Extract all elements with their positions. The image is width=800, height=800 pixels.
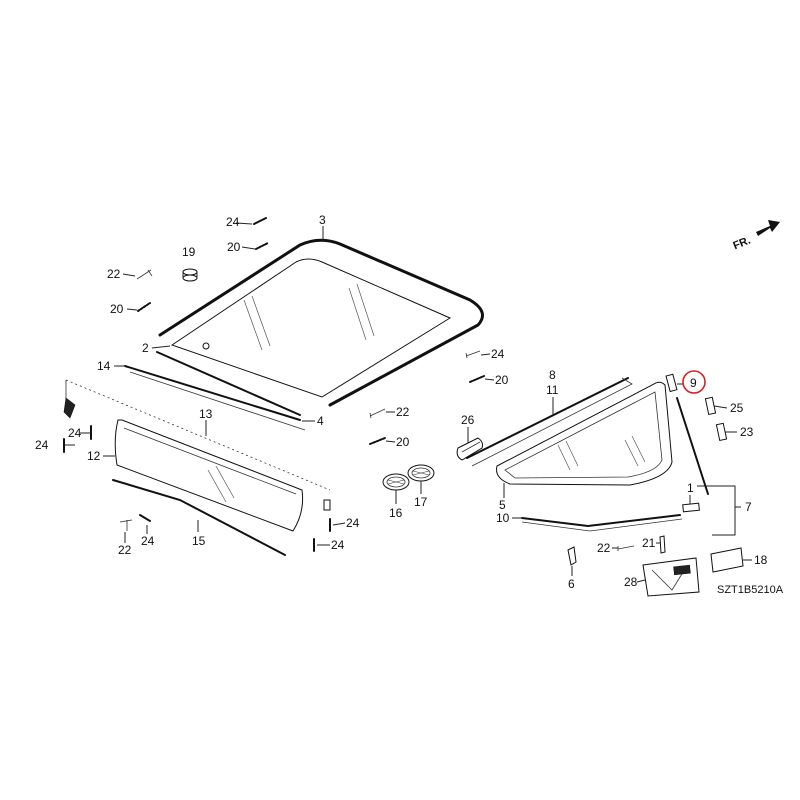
callout-24: 24 bbox=[331, 538, 345, 552]
callout-24: 24 bbox=[68, 426, 82, 440]
callout-7: 7 bbox=[745, 500, 752, 514]
side-lower-seal-10 bbox=[521, 514, 681, 528]
callout-24: 24 bbox=[226, 215, 240, 229]
clip-24-panel-c bbox=[323, 499, 331, 511]
clip-20-top bbox=[255, 242, 269, 250]
callout-13: 13 bbox=[199, 407, 213, 421]
windshield-glass bbox=[170, 258, 452, 398]
callout-21: 21 bbox=[642, 536, 656, 550]
clip-24-bottom bbox=[139, 514, 151, 522]
callout-23: 23 bbox=[740, 425, 754, 439]
lower-glass-panel bbox=[114, 419, 304, 532]
callout-12: 12 bbox=[87, 449, 101, 463]
callout-24: 24 bbox=[35, 438, 49, 452]
callout-20: 20 bbox=[110, 302, 124, 316]
side-window-frame-8 bbox=[466, 377, 629, 459]
highlight-circle bbox=[682, 370, 706, 394]
spacer-1 bbox=[682, 502, 700, 513]
clip-22-right bbox=[369, 408, 386, 419]
label-plate-18 bbox=[710, 547, 744, 573]
callout-20: 20 bbox=[495, 373, 509, 387]
side-glass-5 bbox=[496, 381, 673, 486]
callout-28: 28 bbox=[624, 575, 638, 589]
clip-icon bbox=[63, 397, 76, 419]
callout-16: 16 bbox=[389, 506, 403, 520]
emblem-16 bbox=[382, 473, 410, 491]
clip-21 bbox=[659, 535, 666, 554]
callout-1: 1 bbox=[687, 481, 694, 495]
clip-24-top bbox=[253, 217, 267, 225]
rear-windshield-assembly bbox=[158, 238, 484, 407]
callout-22: 22 bbox=[118, 543, 132, 557]
callout-18: 18 bbox=[754, 553, 768, 567]
mounting-hole-icon bbox=[202, 342, 210, 350]
clip-22-lower-right bbox=[617, 545, 635, 551]
callout-10: 10 bbox=[496, 511, 510, 525]
side-window-frame-outer bbox=[471, 377, 633, 467]
molding-inner bbox=[129, 371, 306, 431]
molding-4 bbox=[156, 351, 301, 416]
molding-14 bbox=[124, 365, 301, 421]
arrow-right-icon bbox=[756, 220, 780, 236]
callout-20: 20 bbox=[396, 435, 410, 449]
callout-17: 17 bbox=[414, 495, 428, 509]
callout-labels: 3 24 20 19 22 20 2 14 4 24 20 22 20 13 1… bbox=[35, 213, 768, 591]
label-plate-28 bbox=[642, 557, 700, 597]
callout-24: 24 bbox=[491, 347, 505, 361]
callout-20: 20 bbox=[227, 240, 241, 254]
callout-14: 14 bbox=[97, 359, 111, 373]
clip-22-bottom bbox=[119, 519, 133, 531]
stopper-19 bbox=[182, 268, 198, 282]
callout-22: 22 bbox=[396, 405, 410, 419]
clip-22-top bbox=[136, 269, 153, 280]
direction-label: FR. bbox=[731, 235, 752, 253]
front-direction-indicator: FR. bbox=[731, 220, 780, 252]
clip-6 bbox=[567, 546, 577, 566]
spacer-23 bbox=[715, 422, 728, 442]
leader-lines bbox=[64, 222, 752, 583]
bracket-26 bbox=[456, 437, 483, 461]
weatherstrip-top bbox=[665, 373, 678, 393]
lower-molding-15 bbox=[112, 479, 286, 556]
diagram-code: SZT1B5210A bbox=[717, 584, 784, 596]
callout-11: 11 bbox=[546, 383, 559, 397]
callout-4: 4 bbox=[317, 414, 324, 428]
weatherstrip-9 bbox=[676, 397, 709, 495]
callout-15: 15 bbox=[192, 534, 206, 548]
callout-8: 8 bbox=[549, 368, 556, 382]
clip-20-left bbox=[137, 302, 151, 312]
callout-25: 25 bbox=[730, 401, 744, 415]
callout-9: 9 bbox=[690, 376, 697, 390]
callout-19: 19 bbox=[182, 245, 196, 259]
callout-24: 24 bbox=[141, 534, 155, 548]
windshield-outer-frame bbox=[158, 238, 484, 407]
callout-6: 6 bbox=[568, 577, 575, 591]
clip-24-right-a bbox=[465, 350, 481, 359]
callout-22: 22 bbox=[107, 267, 121, 281]
clip-20-right-a bbox=[469, 375, 485, 383]
callout-24: 24 bbox=[346, 516, 360, 530]
callout-3: 3 bbox=[319, 213, 326, 227]
callout-2: 2 bbox=[142, 341, 149, 355]
callout-5: 5 bbox=[499, 498, 506, 512]
callout-22: 22 bbox=[597, 541, 611, 555]
spacer-25 bbox=[704, 396, 717, 416]
callout-26: 26 bbox=[461, 413, 475, 427]
clip-20-right-b bbox=[369, 437, 386, 445]
emblem-17 bbox=[407, 464, 435, 482]
